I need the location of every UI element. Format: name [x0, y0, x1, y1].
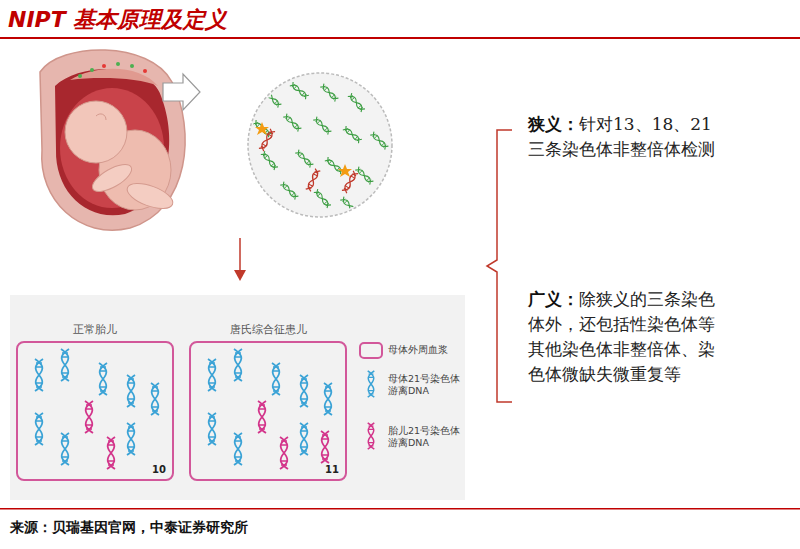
legend-text: 母体21号染色体游离DNA — [388, 373, 464, 397]
legend-text: 胎儿21号染色体游离DNA — [388, 425, 464, 449]
down-arrow — [234, 238, 246, 281]
bracket — [487, 130, 512, 402]
cfdna-fragments — [253, 82, 389, 215]
figure-panel — [10, 295, 465, 500]
sample-box: 正常胎儿10 — [16, 341, 174, 481]
definition-text: 狭义：针对13、18、21三条染色体非整倍体检测 — [528, 112, 724, 162]
box-heading: 唐氏综合征患儿 — [191, 322, 345, 337]
definition-text: 广义：除狭义的三条染色体外，还包括性染色体等其他染色体非整倍体、染色体微缺失微重… — [528, 287, 724, 387]
normal-dna-set — [35, 349, 159, 469]
footer-rule — [0, 508, 800, 510]
trisomy-dna-set — [208, 349, 332, 469]
count-number: 11 — [325, 464, 339, 475]
source-caption: 来源：贝瑞基因官网，中泰证券研究所 — [10, 519, 248, 537]
magnified-plasma — [248, 73, 392, 217]
legend-samples — [360, 343, 382, 449]
page-title: NIPT 基本原理及定义 — [8, 5, 227, 35]
header-rule — [0, 37, 800, 39]
legend-text: 母体外周血浆 — [388, 344, 464, 356]
box-heading: 正常胎儿 — [18, 322, 172, 337]
count-number: 10 — [152, 464, 166, 475]
sample-box: 唐氏综合征患儿11 — [189, 341, 347, 481]
uterus-illustration — [40, 50, 200, 230]
